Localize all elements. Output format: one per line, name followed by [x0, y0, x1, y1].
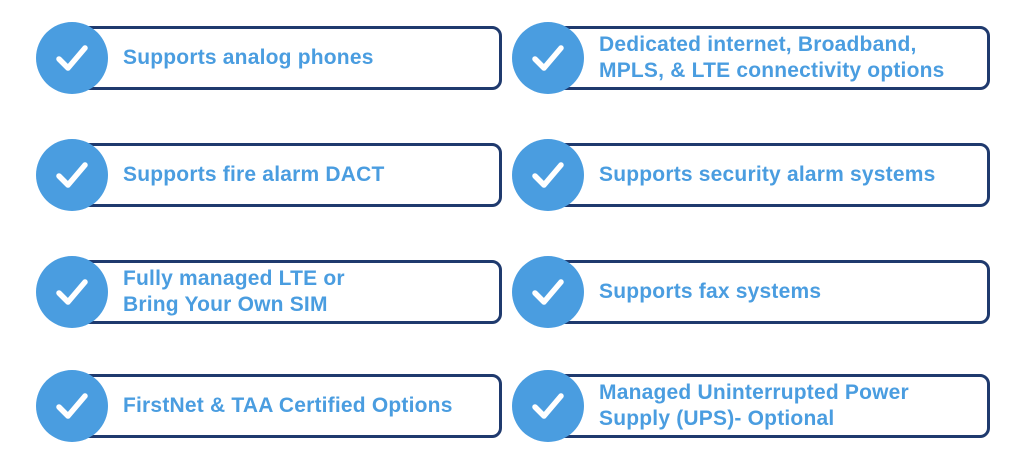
feature-item-ups: Managed Uninterrupted Power Supply (UPS)…	[512, 370, 990, 444]
feature-card: Managed Uninterrupted Power Supply (UPS)…	[548, 374, 990, 438]
feature-label: Supports fire alarm DACT	[123, 163, 385, 186]
check-icon	[512, 256, 584, 328]
feature-item-fire-alarm: Supports fire alarm DACT	[36, 139, 502, 213]
feature-label: Fully managed LTE or Bring Your Own SIM	[123, 267, 345, 316]
check-icon	[512, 139, 584, 211]
feature-item-firstnet: FirstNet & TAA Certified Options	[36, 370, 502, 444]
feature-label: FirstNet & TAA Certified Options	[123, 394, 453, 417]
feature-card: Supports security alarm systems	[548, 143, 990, 207]
feature-label: Supports security alarm systems	[599, 163, 936, 186]
feature-card: FirstNet & TAA Certified Options	[72, 374, 502, 438]
feature-item-fax: Supports fax systems	[512, 256, 990, 330]
check-icon	[512, 370, 584, 442]
feature-label: Supports fax systems	[599, 280, 822, 303]
check-icon	[36, 370, 108, 442]
feature-item-connectivity: Dedicated internet, Broadband, MPLS, & L…	[512, 22, 990, 96]
check-icon	[36, 139, 108, 211]
feature-item-lte-sim: Fully managed LTE or Bring Your Own SIM	[36, 256, 502, 330]
check-icon	[36, 256, 108, 328]
feature-label: Supports analog phones	[123, 46, 374, 69]
feature-label: Dedicated internet, Broadband, MPLS, & L…	[599, 33, 945, 82]
check-icon	[512, 22, 584, 94]
feature-card: Dedicated internet, Broadband, MPLS, & L…	[548, 26, 990, 90]
check-icon	[36, 22, 108, 94]
feature-card: Supports fax systems	[548, 260, 990, 324]
feature-item-analog-phones: Supports analog phones	[36, 22, 502, 96]
feature-item-security-alarm: Supports security alarm systems	[512, 139, 990, 213]
feature-card: Supports fire alarm DACT	[72, 143, 502, 207]
feature-card: Fully managed LTE or Bring Your Own SIM	[72, 260, 502, 324]
feature-card: Supports analog phones	[72, 26, 502, 90]
feature-label: Managed Uninterrupted Power Supply (UPS)…	[599, 381, 909, 430]
